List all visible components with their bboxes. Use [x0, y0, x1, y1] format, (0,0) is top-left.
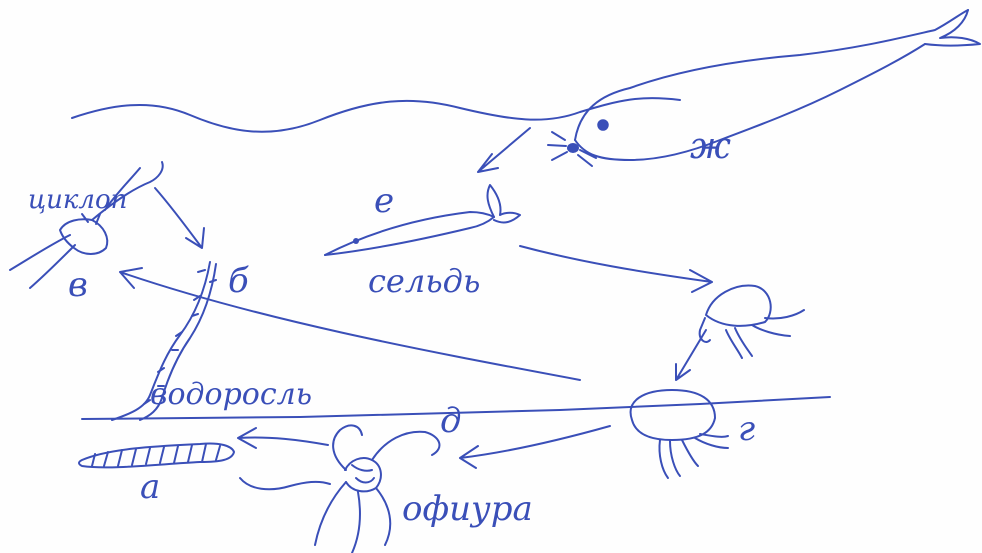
connector-squiggle: [240, 478, 330, 489]
herring-drawing: [325, 185, 520, 255]
jellyfish-letter: г: [738, 409, 755, 449]
seal-drawing: [548, 10, 980, 166]
jellyfish-upper-drawing: [700, 286, 804, 358]
water-surface-line: [72, 98, 680, 132]
worm-drawing: [79, 443, 234, 467]
arrow-jellyfish-to-ophiura: [460, 426, 610, 468]
cyclops-label: циклоп: [28, 185, 127, 215]
arrow-cyclops-to-algae: [155, 188, 204, 248]
herring-letter: е: [374, 181, 394, 221]
arrow-herring-to-jellyfish: [520, 246, 712, 292]
arrow-seal-to-herring: [478, 128, 530, 172]
arrow-ophiura-to-worm: [238, 428, 328, 448]
seal-letter: ж: [690, 126, 731, 167]
herring-label: сельдь: [368, 262, 480, 300]
algae-letter: б: [228, 261, 249, 301]
arrow-jellyfish-to-jellyfish: [676, 330, 706, 380]
ophiura-letter: д: [440, 401, 462, 441]
cyclops-letter: в: [68, 265, 88, 305]
arrow-jellyfish-to-cyclops: [120, 268, 580, 380]
algae-label: водоросль: [150, 377, 312, 412]
worm-letter: а: [140, 467, 160, 507]
ophiura-label: офиура: [402, 489, 533, 529]
